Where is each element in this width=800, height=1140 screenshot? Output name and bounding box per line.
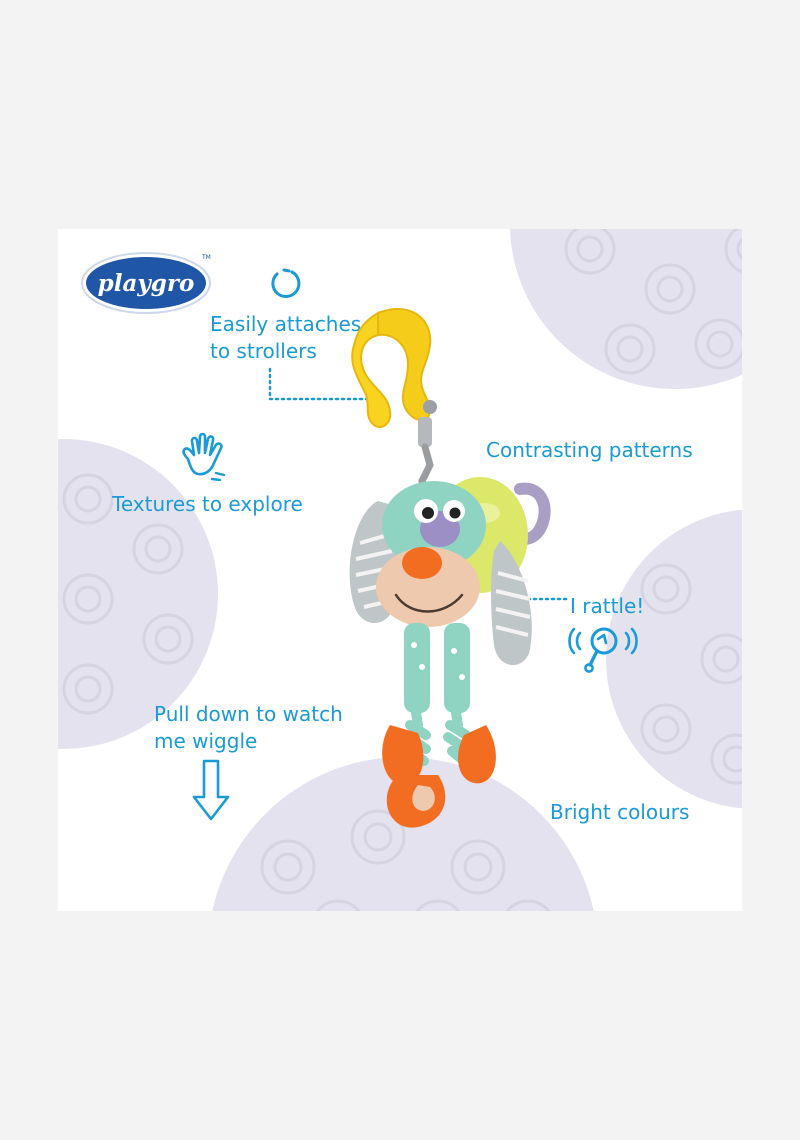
playgro-logo: playgro TM [80, 247, 214, 315]
product-feature-card: playgro TM Easily attaches to strollers … [58, 229, 742, 911]
rattle-icon [566, 623, 644, 675]
feature-wiggle-line2: me wiggle [154, 729, 258, 753]
feature-colours: Bright colours [550, 800, 690, 824]
attach-leader-line [268, 367, 384, 401]
background-blob-left [58, 439, 218, 749]
dog-toy-image [349, 308, 551, 828]
feature-textures: Textures to explore [112, 492, 303, 516]
feature-attach-line1: Easily attaches [210, 312, 362, 336]
down-arrow-icon [190, 757, 232, 823]
logo-text: playgro [98, 270, 195, 297]
feature-attach-line2: to strollers [210, 339, 317, 363]
feature-rattle: I rattle! [570, 594, 645, 618]
feature-wiggle-line1: Pull down to watch [154, 702, 343, 726]
background-blob-right [606, 509, 742, 809]
logo-trademark: TM [201, 254, 211, 261]
ring-clip-icon [268, 267, 302, 301]
background-blob-top-right [510, 229, 742, 389]
feature-patterns: Contrasting patterns [486, 438, 693, 462]
stroller-clip [351, 308, 437, 447]
hand-icon [178, 432, 232, 482]
